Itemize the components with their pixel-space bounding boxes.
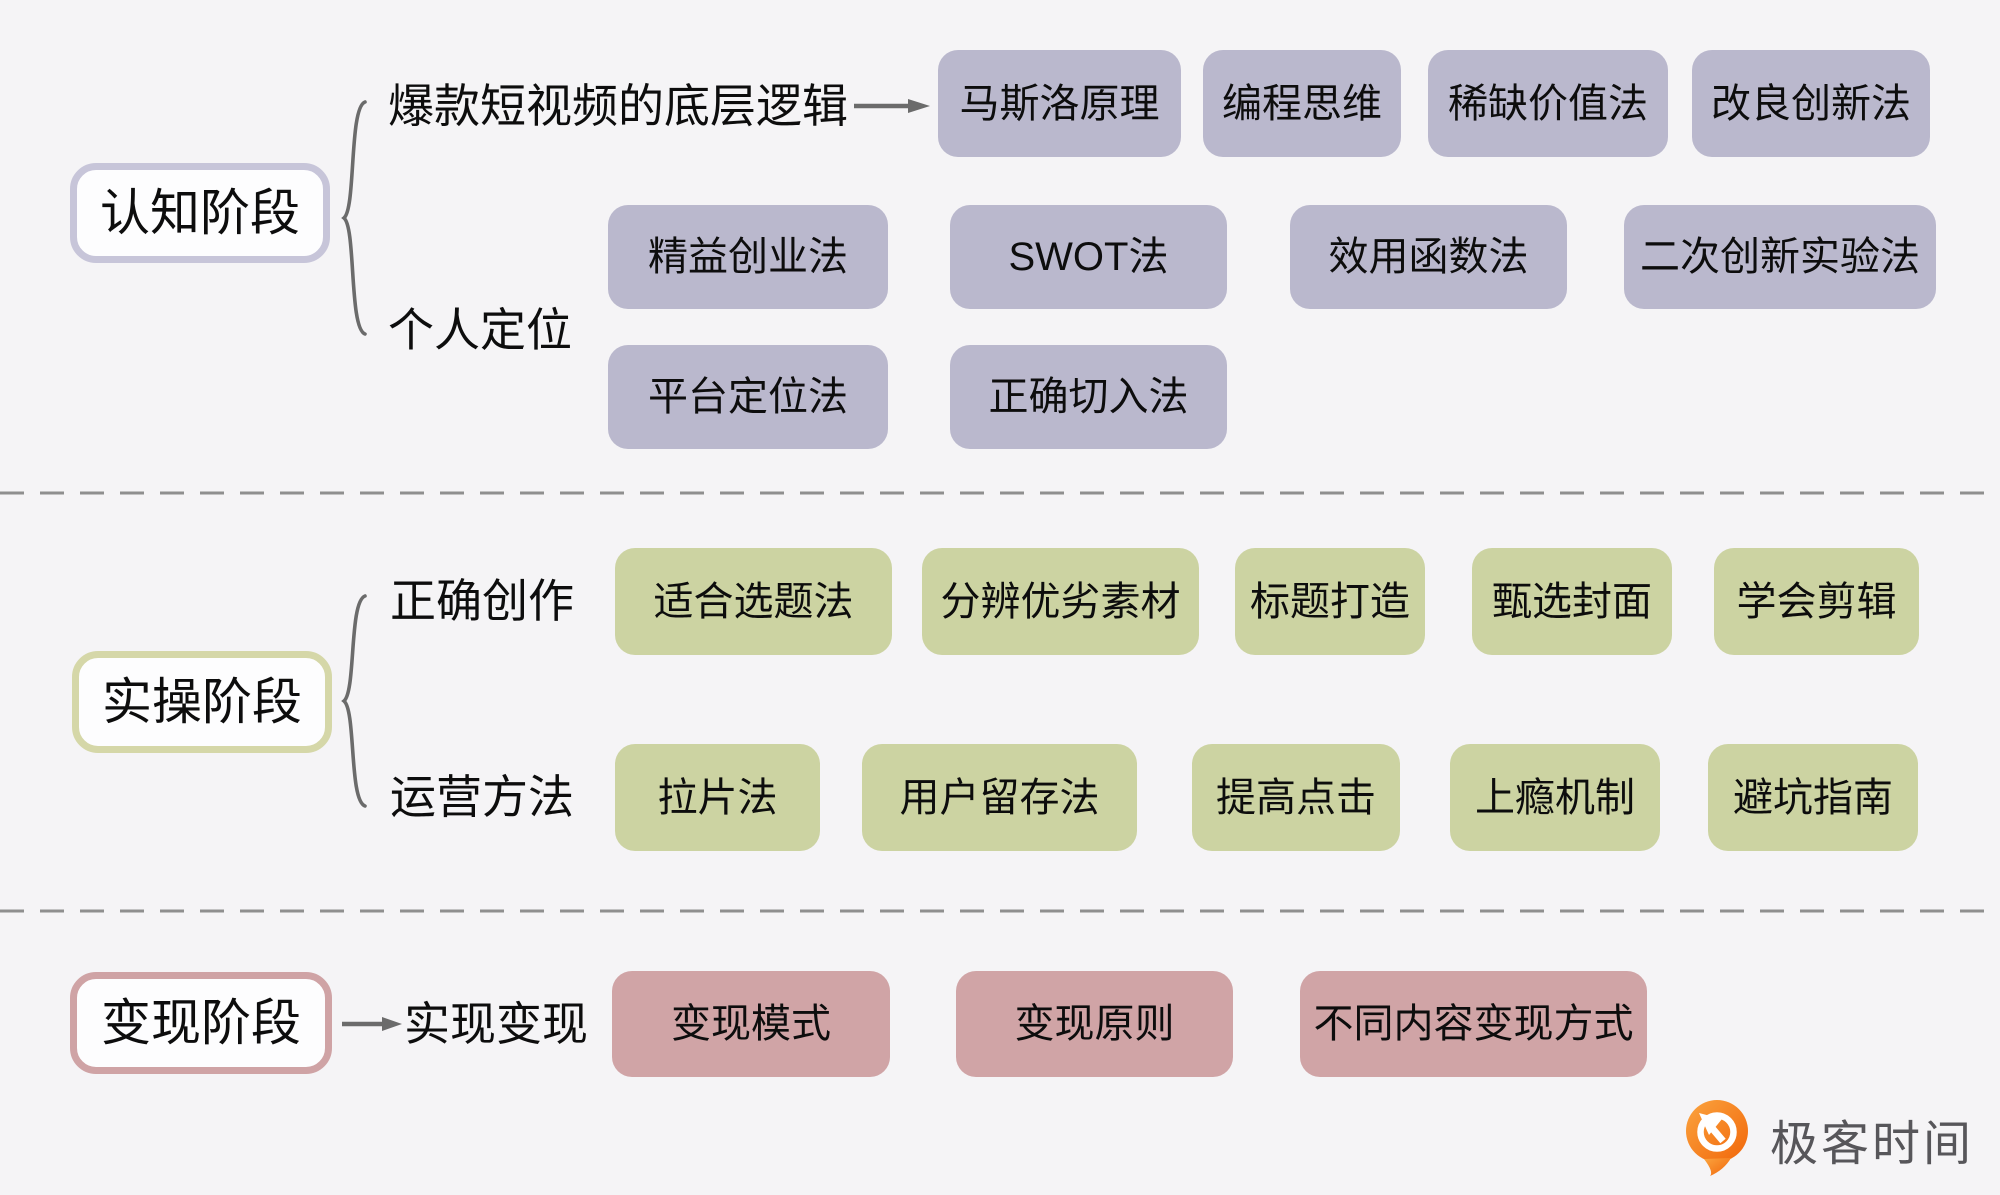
method-box: 提高点击 — [1192, 744, 1400, 851]
method-box: 用户留存法 — [862, 744, 1137, 851]
branch-label-personal-positioning: 个人定位 — [388, 304, 572, 356]
method-box: 效用函数法 — [1290, 205, 1567, 309]
curly-brace-icon — [341, 594, 367, 808]
method-box: SWOT法 — [950, 205, 1227, 309]
arrow-right-icon — [854, 99, 930, 113]
geektime-logo: 极客时间 — [1682, 1100, 1974, 1178]
method-box: 变现原则 — [956, 971, 1233, 1077]
method-box: 分辨优劣素材 — [922, 548, 1199, 655]
arrow-right-icon — [342, 1017, 402, 1031]
method-box: 稀缺价值法 — [1428, 50, 1668, 157]
stage-box-practice: 实操阶段 — [72, 651, 332, 753]
method-box: 标题打造 — [1235, 548, 1425, 655]
stage-box-cognition: 认知阶段 — [70, 163, 330, 263]
method-box: 编程思维 — [1203, 50, 1401, 157]
branch-label-correct-creation: 正确创作 — [390, 575, 574, 627]
method-box: 避坑指南 — [1708, 744, 1918, 851]
method-box: 上瘾机制 — [1450, 744, 1660, 851]
curly-brace-icon — [341, 100, 367, 336]
method-box: 拉片法 — [615, 744, 820, 851]
method-box: 正确切入法 — [950, 345, 1227, 449]
method-box: 马斯洛原理 — [938, 50, 1181, 157]
geektime-logo-text: 极客时间 — [1770, 1118, 1975, 1171]
method-box: 二次创新实验法 — [1624, 205, 1936, 309]
method-box: 学会剪辑 — [1714, 548, 1919, 655]
method-box: 变现模式 — [612, 971, 890, 1077]
branch-label-realize-monetization: 实现变现 — [404, 998, 588, 1050]
method-box: 平台定位法 — [608, 345, 888, 449]
branch-label-operation-methods: 运营方法 — [390, 771, 574, 823]
method-box: 改良创新法 — [1692, 50, 1930, 157]
method-box: 甄选封面 — [1472, 548, 1672, 655]
dashed-divider — [0, 909, 2000, 913]
method-box: 适合选题法 — [615, 548, 892, 655]
geektime-logo-icon — [1686, 1100, 1748, 1176]
stage-box-monetization: 变现阶段 — [70, 972, 332, 1074]
method-box: 精益创业法 — [608, 205, 888, 309]
method-box: 不同内容变现方式 — [1300, 971, 1647, 1077]
branch-label-underlying-logic: 爆款短视频的底层逻辑 — [388, 80, 848, 132]
dashed-divider — [0, 491, 2000, 495]
